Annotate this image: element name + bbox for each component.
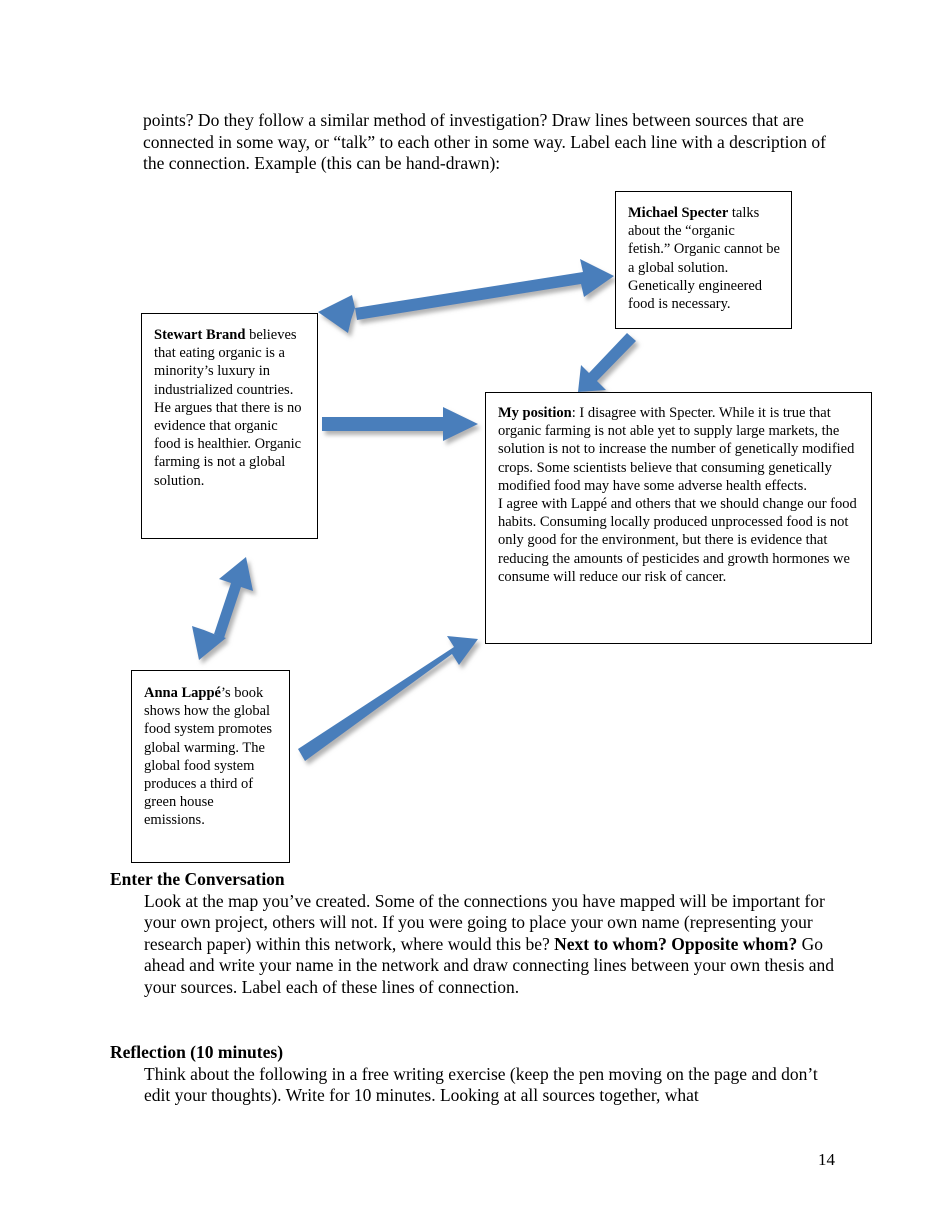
node-lappe-body: ’s book shows how the global food system… bbox=[144, 685, 273, 829]
enter-conversation-body-bold: Next to whom? Opposite whom? bbox=[554, 933, 798, 954]
node-position-paragraph-1: My position: I disagree with Specter. Wh… bbox=[498, 404, 857, 495]
node-brand-body: believes that eating organic is a minori… bbox=[154, 327, 302, 489]
brand-position-arrow-icon bbox=[322, 407, 478, 441]
reflection-body: Think about the following in a free writ… bbox=[144, 1063, 818, 1106]
enter-conversation-heading: Enter the Conversation bbox=[110, 869, 285, 889]
node-position-title: My position bbox=[498, 405, 572, 421]
node-anna-lappe[interactable]: Anna Lappé’s book shows how the global f… bbox=[131, 670, 290, 863]
brand-specter-double-arrow-icon bbox=[318, 259, 614, 333]
specter-position-arrow-icon bbox=[578, 333, 636, 392]
node-brand-text: Stewart Brand believes that eating organ… bbox=[154, 326, 306, 490]
enter-conversation-body: Look at the map you’ve created. Some of … bbox=[144, 891, 838, 999]
node-specter-title: Michael Specter bbox=[628, 205, 729, 221]
node-position-body-1: : I disagree with Specter. While it is t… bbox=[498, 405, 855, 494]
enter-conversation-body-tail: Go ahead and write your name in the netw… bbox=[144, 933, 835, 997]
reflection-heading: Reflection (10 minutes) bbox=[110, 1042, 284, 1062]
brand-lappe-double-arrow-icon bbox=[192, 557, 253, 660]
node-lappe-text: Anna Lappé’s book shows how the global f… bbox=[144, 684, 278, 830]
node-michael-specter[interactable]: Michael Specter talks about the “organic… bbox=[615, 191, 792, 329]
section-enter-the-conversation: Enter the Conversation Look at the map y… bbox=[110, 869, 840, 999]
node-specter-text: Michael Specter talks about the “organic… bbox=[628, 204, 780, 313]
node-brand-title: Stewart Brand bbox=[154, 327, 246, 343]
source-network-diagram: Michael Specter (double-headed, up-right… bbox=[131, 191, 872, 863]
node-my-position[interactable]: My position: I disagree with Specter. Wh… bbox=[485, 392, 872, 644]
section-reflection: Reflection (10 minutes) Think about the … bbox=[110, 1042, 840, 1107]
node-specter-body: talks about the “organic fetish.” Organi… bbox=[628, 205, 780, 313]
lappe-position-arrow-icon bbox=[298, 636, 478, 761]
node-stewart-brand[interactable]: Stewart Brand believes that eating organ… bbox=[141, 313, 318, 539]
page-number: 14 bbox=[818, 1150, 835, 1169]
intro-paragraph: points? Do they follow a similar method … bbox=[143, 110, 826, 173]
node-lappe-title: Anna Lappé bbox=[144, 685, 221, 701]
node-position-paragraph-2: I agree with Lappé and others that we sh… bbox=[498, 496, 857, 585]
enter-conversation-body-lead: Look at the map you’ve created. Some of … bbox=[144, 890, 825, 954]
